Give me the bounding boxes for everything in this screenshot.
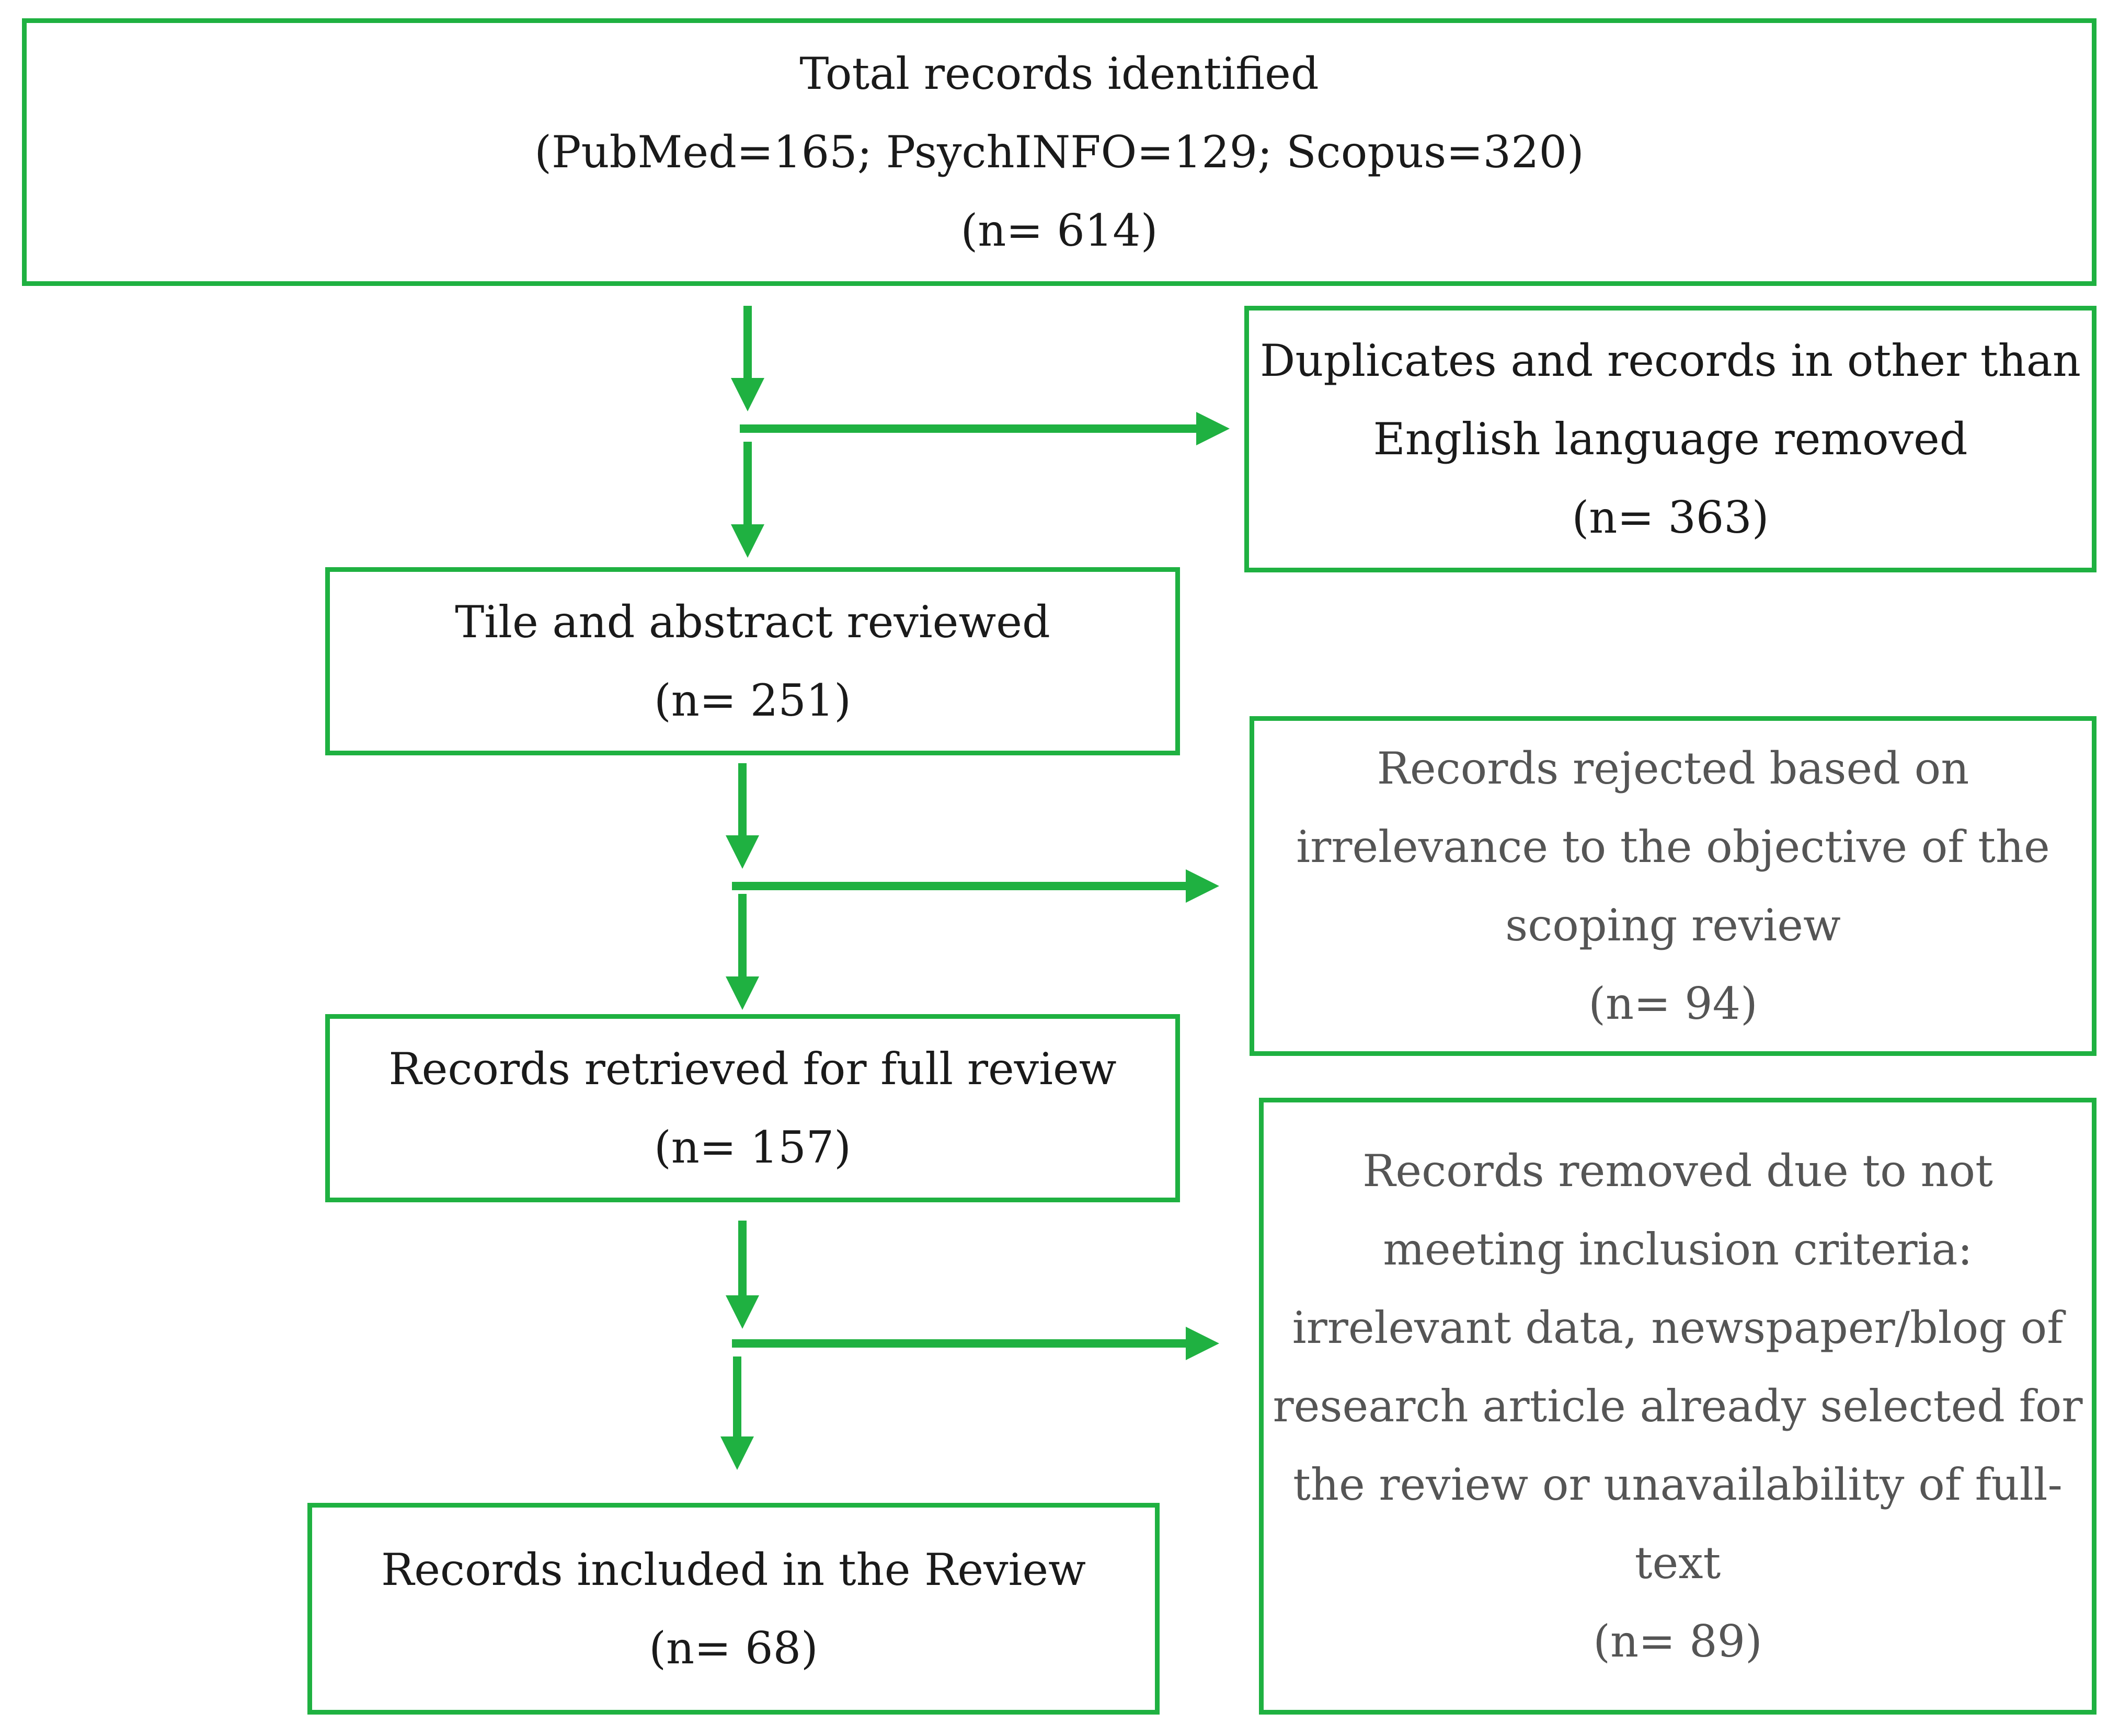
- duplicates-line-1: Duplicates and records in other than: [1260, 335, 2081, 386]
- removed-line-3: irrelevant data, newspaper/blog of: [1292, 1302, 2064, 1353]
- removed-line-7: (n= 89): [1593, 1616, 1762, 1667]
- removed-box: Records removed due to not meeting inclu…: [1259, 1098, 2096, 1715]
- retrieved-line-1: Records retrieved for full review: [388, 1043, 1117, 1095]
- included-line-1: Records included in the Review: [381, 1544, 1086, 1595]
- screened-box: Tile and abstract reviewed (n= 251): [325, 567, 1180, 755]
- rejected-line-1: Records rejected based on: [1377, 743, 1969, 794]
- screened-line-2: (n= 251): [654, 675, 852, 726]
- identified-line-1: Total records identified: [799, 48, 1319, 99]
- removed-line-5: the review or unavailability of full-: [1293, 1459, 2063, 1510]
- duplicates-box: Duplicates and records in other than Eng…: [1244, 306, 2096, 572]
- rejected-line-2: irrelevance to the objective of the: [1296, 821, 2050, 872]
- included-box: Records included in the Review (n= 68): [307, 1503, 1160, 1715]
- identified-box: Total records identified (PubMed=165; Ps…: [22, 18, 2096, 286]
- removed-line-6: text: [1634, 1537, 1721, 1589]
- rejected-line-4: (n= 94): [1588, 978, 1758, 1029]
- rejected-box: Records rejected based on irrelevance to…: [1250, 716, 2096, 1056]
- screened-line-1: Tile and abstract reviewed: [455, 596, 1050, 648]
- removed-line-4: research article already selected for: [1273, 1381, 2083, 1432]
- removed-line-2: meeting inclusion criteria:: [1383, 1224, 1973, 1275]
- identified-line-3: (n= 614): [960, 205, 1158, 256]
- identified-line-2: (PubMed=165; PsychINFO=129; Scopus=320): [534, 127, 1584, 178]
- duplicates-line-2: English language removed: [1373, 413, 1968, 465]
- retrieved-box: Records retrieved for full review (n= 15…: [325, 1014, 1180, 1202]
- duplicates-line-3: (n= 363): [1572, 492, 1769, 543]
- removed-line-1: Records removed due to not: [1362, 1145, 1993, 1197]
- retrieved-line-2: (n= 157): [654, 1122, 852, 1173]
- included-line-2: (n= 68): [649, 1622, 818, 1674]
- rejected-line-3: scoping review: [1505, 900, 1841, 951]
